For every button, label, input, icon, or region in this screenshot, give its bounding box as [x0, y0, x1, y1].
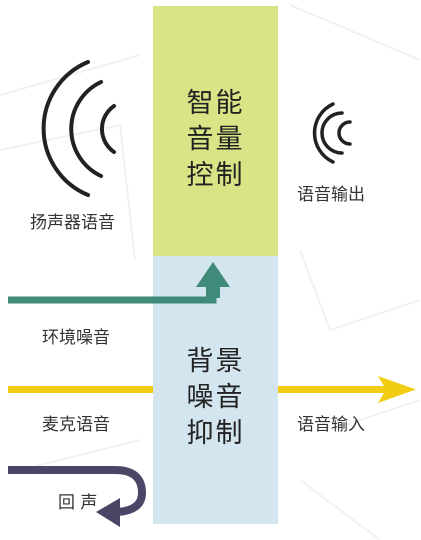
- speaker-voice-label: 扬声器语音: [30, 213, 115, 233]
- ambient-noise-label: 环境噪音: [42, 328, 110, 348]
- title-line: 背景: [186, 346, 245, 377]
- voice-input-label: 语音输入: [297, 415, 365, 435]
- mic-voice-label: 麦克语音: [42, 415, 110, 435]
- mic-voice-arrow: [8, 376, 416, 403]
- smart-volume-control-title: 智能 音量 控制: [153, 86, 278, 194]
- title-line: 智能: [186, 88, 245, 119]
- background-noise-suppression-title: 背景 噪音 抑制: [153, 344, 278, 452]
- title-line: 控制: [186, 160, 245, 191]
- ambient-noise-arrow: [8, 262, 230, 304]
- title-line: 抑制: [186, 418, 245, 449]
- smart-volume-control-block: 智能 音量 控制: [153, 6, 278, 256]
- echo-arrow: [8, 466, 147, 527]
- title-line: 噪音: [186, 382, 245, 413]
- title-line: 音量: [186, 124, 245, 155]
- echo-label: 回 声: [58, 493, 98, 513]
- voice-output-wave-icon: [312, 102, 352, 164]
- speaker-sound-wave-icon: [41, 60, 116, 197]
- voice-output-label: 语音输出: [297, 185, 365, 205]
